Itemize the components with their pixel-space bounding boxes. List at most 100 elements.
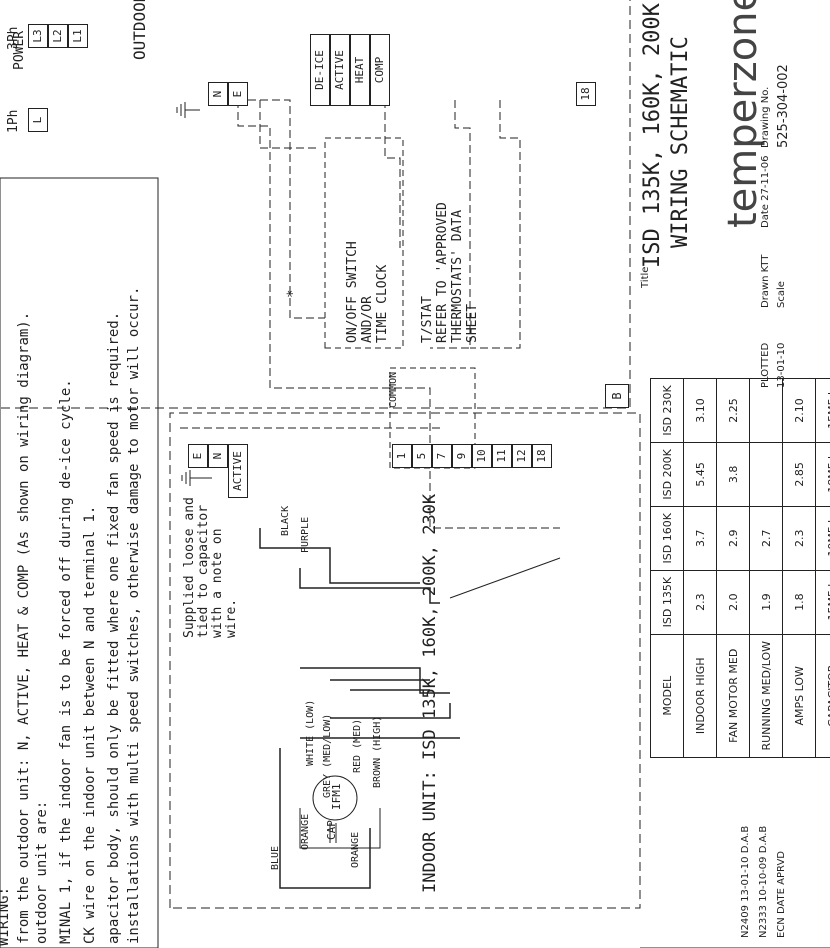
wire-purple-label: PURPLE <box>300 516 311 553</box>
terminal-l1: L1 <box>68 24 88 48</box>
terminal-n: N <box>208 82 228 106</box>
capacitor-cell: 10MFd <box>815 506 830 571</box>
drawn-key: Drawn KTT <box>760 254 771 308</box>
amps-cell: 5.45 <box>683 442 717 507</box>
terminal-active: ACTIVE <box>330 34 350 106</box>
drawing-title-line2: WIRING SCHEMATIC <box>668 36 693 248</box>
amps-cell: 1.9 <box>749 570 783 635</box>
star-mark: * <box>285 289 301 298</box>
indoor-terminal: 9 <box>452 444 472 468</box>
tstat-label: SHEET <box>465 303 480 343</box>
scale-key: Scale <box>776 281 787 308</box>
tstat-label: REFER TO 'APPROVED <box>435 202 450 343</box>
capacitor-cell: 18MFd <box>815 442 830 507</box>
indoor-unit-title: INDOOR UNIT: ISD 135K, 160K, 200K, 230K <box>420 493 440 893</box>
amps-header: ISD 230K <box>650 378 684 443</box>
indoor-terminal: 18 <box>532 444 552 468</box>
amps-cell: 2.3 <box>782 506 816 571</box>
amps-cell: 2.10 <box>782 378 816 443</box>
plotted-label: PLOTTED <box>760 342 771 388</box>
switch-label: AND/OR <box>360 296 375 343</box>
fan-amps-table: MODEL ISD 135K ISD 160K ISD 200K ISD 230… <box>650 378 830 758</box>
terminal-comp: COMP <box>370 34 390 106</box>
amps-speed: AMPS LOW <box>782 634 816 758</box>
capacitor-label: CAP <box>325 820 338 840</box>
note-line: apacitor body, should only be fitted whe… <box>106 311 122 944</box>
amps-cell: 2.25 <box>716 378 750 443</box>
supplied-note: with a note on <box>210 528 225 638</box>
capacitor-cell: 15MFd <box>815 378 830 443</box>
indoor-terminal-active: ACTIVE <box>228 444 248 498</box>
notes-heading: WIRING: <box>0 886 12 946</box>
amps-speed: RUNNING MED/LOW <box>749 634 783 758</box>
amps-cell: 2.85 <box>782 442 816 507</box>
amps-header: ISD 135K <box>650 570 684 635</box>
motor-label: IFM1 <box>330 783 343 811</box>
capacitor-row-label: CAPACITOR <box>815 634 830 758</box>
title-key: Title <box>640 266 651 288</box>
outdoor-frame <box>0 0 631 409</box>
indoor-terminal: 10 <box>472 444 492 468</box>
amps-cell: 2.9 <box>716 506 750 571</box>
revision-triangle: B <box>605 384 629 408</box>
amps-cell: 3.10 <box>683 378 717 443</box>
terminal-heat: HEAT <box>350 34 370 106</box>
switch-label: TIME CLOCK <box>375 264 390 343</box>
amps-cell <box>749 378 783 443</box>
plotted-date: 13-01-10 <box>776 342 787 388</box>
indoor-terminal: 12 <box>512 444 532 468</box>
supplied-note: wire. <box>224 598 239 638</box>
indoor-terminal-e: E <box>188 444 208 468</box>
wire-blue-label: BLUE <box>270 845 281 870</box>
3ph-label: 3Ph <box>6 26 21 50</box>
note-line: MINAL 1, if the indoor fan is to be forc… <box>58 379 74 944</box>
terminal-e: E <box>228 82 248 106</box>
supplied-note: Supplied loose and <box>182 497 197 638</box>
note-line: from the outdoor unit: N, ACTIVE, HEAT &… <box>16 311 32 944</box>
terminal-l3: L3 <box>28 24 48 48</box>
wire-black-label: BLACK <box>280 505 291 536</box>
wire-brown-label: BROWN (HIGH) <box>372 715 383 788</box>
revision-header: ECN DATE APRVD <box>776 851 787 938</box>
indoor-terminal-n: N <box>208 444 228 468</box>
note-line: installations with multi speed switches,… <box>126 286 142 944</box>
outdoor-unit-label: OUTDOOR UNIT <box>130 0 149 60</box>
revision-row: N2409 13-01-10 D.A.B <box>740 825 751 938</box>
amps-cell: 3.8 <box>716 442 750 507</box>
amps-cell <box>749 442 783 507</box>
amps-header: MODEL <box>650 634 684 758</box>
notes-frame <box>0 177 159 948</box>
capacitor-cell: 15MFd <box>815 570 830 635</box>
amps-cell: 2.7 <box>749 506 783 571</box>
tstat-label: T/STAT <box>420 296 435 343</box>
amps-speed: FAN MOTOR MED <box>716 634 750 758</box>
indoor-frame <box>169 412 641 909</box>
indoor-terminal: 1 <box>392 444 412 468</box>
amps-cell: 2.3 <box>683 570 717 635</box>
date-key: Date 27-11-06 <box>760 155 771 228</box>
terminal-deice: DE-ICE <box>310 34 330 106</box>
amps-cell: 1.8 <box>782 570 816 635</box>
amps-cell: 2.0 <box>716 570 750 635</box>
amps-header: ISD 200K <box>650 442 684 507</box>
terminal-18-outdoor: 18 <box>576 82 596 106</box>
indoor-terminal: 7 <box>432 444 452 468</box>
drawing-title-line1: ISD 135K, 160K, 200K, 23 <box>640 0 665 268</box>
note-line: outdoor unit are: <box>34 800 50 944</box>
indoor-terminal: 11 <box>492 444 512 468</box>
amps-header: ISD 160K <box>650 506 684 571</box>
supplied-note: tied to capacitor <box>196 504 211 638</box>
drawing-number: 525-304-002 <box>776 64 791 148</box>
note-line: CK wire on the indoor unit between N and… <box>82 505 98 944</box>
drawing-no-key: Drawing No. <box>760 86 771 148</box>
wire-red-label: RED (MED) <box>352 718 363 773</box>
terminal-l2: L2 <box>48 24 68 48</box>
amps-cell: 3.7 <box>683 506 717 571</box>
common-label: COMMON <box>388 371 399 408</box>
amps-speed: INDOOR HIGH <box>683 634 717 758</box>
terminal-l: L <box>28 108 48 132</box>
wire-orange-label: ORANGE <box>350 831 361 868</box>
wire-white-label: WHITE (LOW) <box>305 699 316 766</box>
